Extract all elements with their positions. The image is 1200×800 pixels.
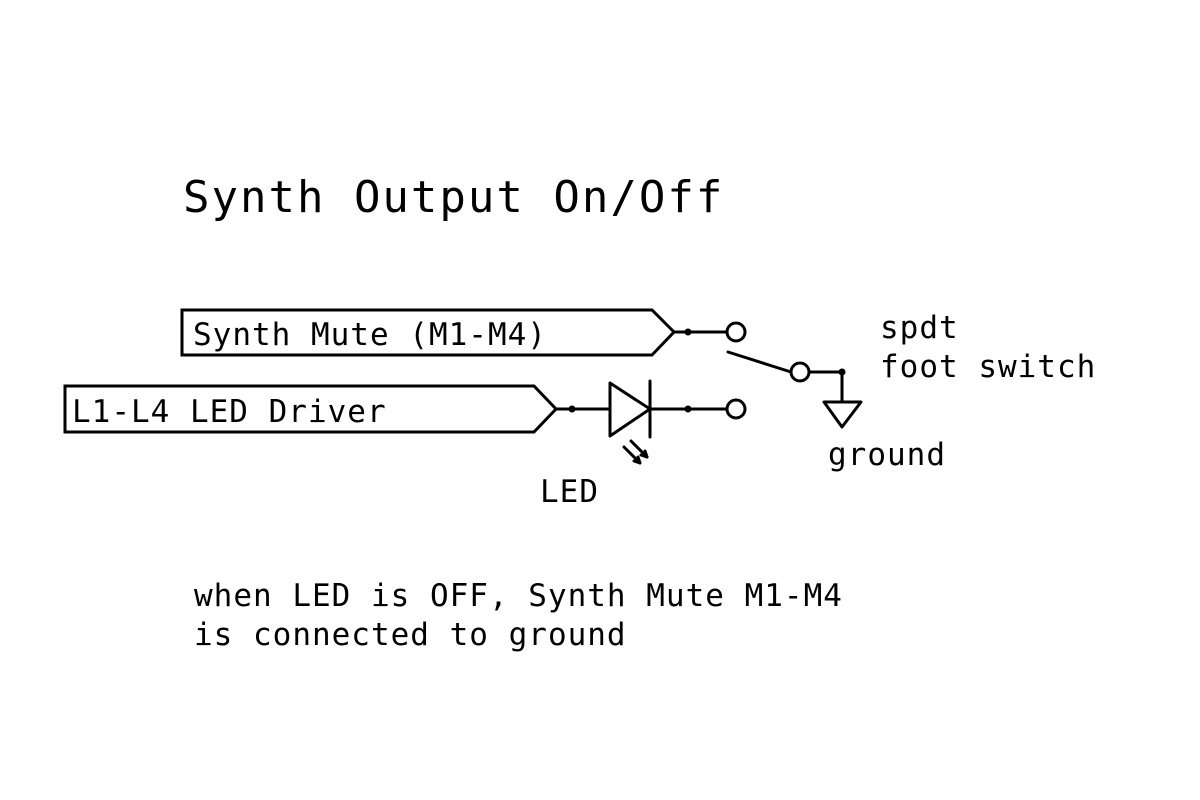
led-symbol: LED [540,379,652,510]
led-driver-wire [554,398,747,420]
synth-mute-wire [672,321,747,343]
led-driver-port-label: L1-L4 LED Driver [72,394,387,430]
ground-symbol: ground [822,400,946,473]
synth-mute-port-label: Synth Mute (M1-M4) [193,317,547,353]
note-line-1: when LED is OFF, Synth Mute M1-M4 [194,578,843,614]
note-line-2: is connected to ground [194,617,627,653]
junction-dot [568,405,576,413]
light-emission-icon [622,439,649,465]
led-label: LED [540,474,599,510]
ground-label: ground [828,437,946,473]
switch-lever [726,350,793,374]
diagram-title: Synth Output On/Off [183,172,724,223]
switch-terminal [725,398,747,420]
switch-terminal [725,321,747,343]
junction-dot [684,328,692,336]
led-driver-port: L1-L4 LED Driver [63,384,559,434]
switch-label-line1: spdt [880,310,959,346]
explanatory-note: when LED is OFF, Synth Mute M1-M4 is con… [194,578,843,653]
switch-label-line2: foot switch [880,349,1096,385]
switch-common-terminal [789,361,811,383]
junction-dot [684,405,692,413]
synth-mute-port: Synth Mute (M1-M4) [180,308,677,357]
spdt-foot-switch: spdt foot switch [726,310,1096,404]
